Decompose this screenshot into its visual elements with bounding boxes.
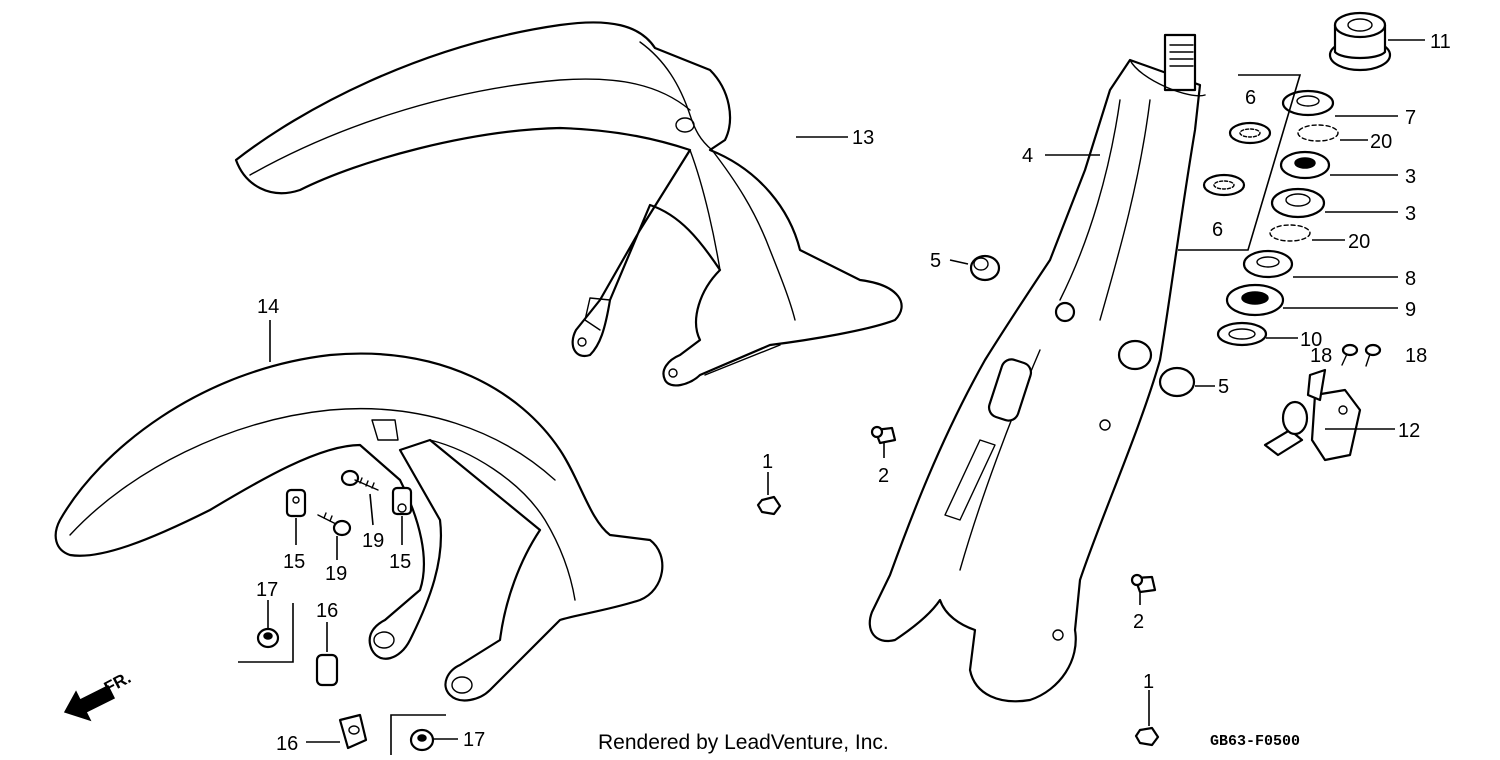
lock-screw-right[interactable] xyxy=(1364,343,1382,367)
clip-upper[interactable] xyxy=(870,425,897,445)
callout-8: 8 xyxy=(1405,268,1416,290)
callout-13: 13 xyxy=(852,127,874,149)
lower-ball-race[interactable] xyxy=(1270,187,1326,219)
lock-screw-left[interactable] xyxy=(1341,343,1359,366)
callout-6-lower: 6 xyxy=(1212,219,1223,241)
callout-5-left: 5 xyxy=(930,250,941,272)
callout-17-left: 17 xyxy=(256,579,278,601)
grommet-left[interactable] xyxy=(256,627,280,649)
ball-retainer-lower[interactable] xyxy=(1202,173,1246,197)
callout-18-left: 18 xyxy=(1310,345,1332,367)
callout-19-right: 19 xyxy=(362,530,384,552)
callout-15-right: 15 xyxy=(389,551,411,573)
ball-retainer-upper[interactable] xyxy=(1228,121,1272,145)
spacer-upper[interactable] xyxy=(315,653,339,687)
callout-4: 4 xyxy=(1022,145,1033,167)
upper-cone-race[interactable] xyxy=(1281,89,1335,117)
callout-20-upper: 20 xyxy=(1370,131,1392,153)
steering-lock[interactable] xyxy=(1263,368,1362,462)
callout-9: 9 xyxy=(1405,299,1416,321)
callout-18-right: 18 xyxy=(1405,345,1427,367)
callout-10: 10 xyxy=(1300,329,1322,351)
callout-3-lower: 3 xyxy=(1405,203,1416,225)
callout-11: 11 xyxy=(1430,31,1451,53)
callout-3-upper: 3 xyxy=(1405,166,1416,188)
clip-lower[interactable] xyxy=(1130,573,1157,594)
credit-text: Rendered by LeadVenture, Inc. xyxy=(598,731,889,754)
fender-plate-left[interactable] xyxy=(285,488,307,518)
fender-bolt-lower[interactable] xyxy=(317,512,352,537)
lower-cone-race[interactable] xyxy=(1242,249,1294,279)
grommet-bottom[interactable] xyxy=(409,728,435,752)
spacer-lower[interactable] xyxy=(338,713,368,750)
callout-7: 7 xyxy=(1405,107,1416,129)
diagram-code: GB63-F0500 xyxy=(1210,733,1300,750)
callout-2-lower: 2 xyxy=(1133,611,1144,633)
callout-14: 14 xyxy=(257,296,279,318)
callout-1-center: 1 xyxy=(762,451,773,473)
callout-15-left: 15 xyxy=(283,551,305,573)
callout-numbers: 11 7 20 3 3 20 8 9 10 18 18 5 12 6 6 4 5… xyxy=(256,31,1451,755)
callout-16-lower: 16 xyxy=(276,733,298,755)
callout-20-lower: 20 xyxy=(1348,231,1370,253)
steel-balls-upper[interactable] xyxy=(1297,124,1339,142)
callout-5-right: 5 xyxy=(1218,376,1229,398)
callout-16-upper: 16 xyxy=(316,600,338,622)
fender-plate-right[interactable] xyxy=(391,486,413,516)
callout-6-upper: 6 xyxy=(1245,87,1256,109)
front-direction-arrow: FR. xyxy=(63,668,134,722)
nut-bottom[interactable] xyxy=(1134,726,1160,747)
callout-17-bottom: 17 xyxy=(463,729,485,751)
nut-center[interactable] xyxy=(756,495,782,516)
steering-stem-nut[interactable] xyxy=(1328,11,1392,72)
cap-upper[interactable] xyxy=(969,254,1001,282)
callout-12: 12 xyxy=(1398,420,1420,442)
leader-lines xyxy=(238,39,1425,755)
dust-seal[interactable] xyxy=(1225,283,1285,317)
dust-seal-washer[interactable] xyxy=(1216,321,1268,347)
steering-stem[interactable] xyxy=(868,33,1206,703)
front-fender-upper[interactable] xyxy=(234,21,903,387)
callout-1-bottom: 1 xyxy=(1143,671,1154,693)
steel-balls-lower[interactable] xyxy=(1269,224,1311,242)
callout-2-upper: 2 xyxy=(878,465,889,487)
front-fender-lower[interactable] xyxy=(54,352,664,702)
cap-lower[interactable] xyxy=(1158,366,1196,398)
callout-19-left: 19 xyxy=(325,563,347,585)
fender-bolt-upper[interactable] xyxy=(340,469,379,491)
upper-ball-race[interactable] xyxy=(1279,150,1331,180)
